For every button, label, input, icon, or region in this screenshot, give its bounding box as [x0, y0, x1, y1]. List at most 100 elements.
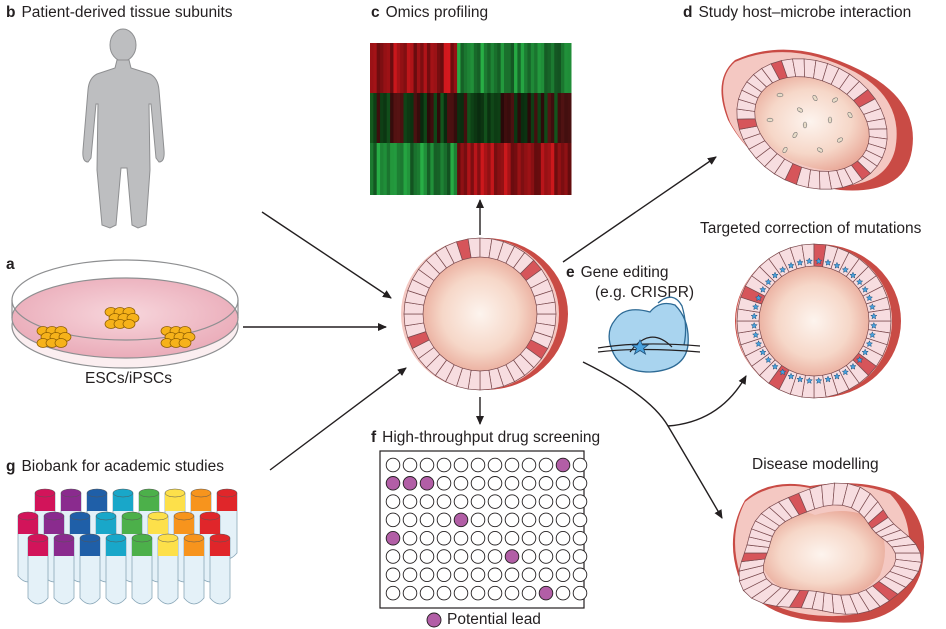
- plate-well: [453, 530, 469, 546]
- plate-well: [453, 567, 469, 583]
- plate-well-hit: [419, 476, 435, 491]
- plate-well: [470, 530, 486, 546]
- plate-well: [470, 476, 486, 491]
- plate-well: [487, 512, 503, 528]
- plate-well: [487, 585, 503, 601]
- plate-well: [504, 476, 520, 491]
- plate-well: [555, 549, 571, 564]
- plate-well: [538, 476, 554, 491]
- plate-well: [572, 457, 588, 473]
- plate-well: [419, 457, 435, 473]
- plate-well: [504, 567, 520, 583]
- plate-well: [572, 567, 588, 583]
- plate-well: [555, 530, 571, 546]
- plate-well: [453, 457, 469, 473]
- plate-well: [453, 549, 469, 564]
- plate-well: [470, 457, 486, 473]
- crispr-complex: [597, 296, 701, 373]
- plate-well: [487, 494, 503, 509]
- plate-well: [504, 585, 520, 601]
- disease-organoid: [732, 482, 925, 623]
- plate-well: [453, 494, 469, 509]
- plate-well: [436, 585, 452, 601]
- plate-well: [470, 494, 486, 509]
- plate-well: [538, 494, 554, 509]
- plate-well: [572, 530, 588, 546]
- plate-well: [419, 585, 435, 601]
- central-organoid: [401, 237, 568, 391]
- plate-well: [453, 476, 469, 491]
- plate-well: [402, 457, 418, 473]
- stem-cell-colonies: [36, 307, 196, 348]
- plate-well: [385, 585, 401, 601]
- plate-well: [487, 549, 503, 564]
- plate-well: [572, 476, 588, 491]
- plate-well: [453, 585, 469, 601]
- plate-well: [385, 512, 401, 528]
- edit-star-icon: [630, 339, 650, 355]
- plate-well: [402, 494, 418, 509]
- biobank-tubes: [17, 488, 238, 605]
- plate-well: [470, 549, 486, 564]
- correction-title: Targeted correction of mutations: [700, 220, 922, 237]
- panel-a-letter: a: [6, 256, 15, 273]
- arrows: [243, 156, 747, 519]
- plate-well-hit: [385, 476, 401, 491]
- plate-well: [521, 585, 537, 601]
- plate-well: [521, 549, 537, 564]
- plate-well: [385, 494, 401, 509]
- plate-well: [436, 567, 452, 583]
- plate-well: [402, 530, 418, 546]
- plate-well: [538, 530, 554, 546]
- plate-well: [555, 476, 571, 491]
- plate-well: [555, 567, 571, 583]
- plate-well: [419, 567, 435, 583]
- plate-well: [470, 512, 486, 528]
- plate-well: [487, 476, 503, 491]
- plate-well: [385, 567, 401, 583]
- panel-a-caption: ESCs/iPSCs: [85, 370, 172, 387]
- plate-well: [521, 457, 537, 473]
- plate-well: [436, 549, 452, 564]
- plate-well: [436, 494, 452, 509]
- plate-well: [538, 457, 554, 473]
- well-plate: [379, 450, 588, 609]
- plate-well: [538, 567, 554, 583]
- plate-well: [436, 512, 452, 528]
- plate-legend-label: Potential lead: [447, 611, 541, 628]
- plate-well: [402, 549, 418, 564]
- corrected-organoid: [735, 243, 901, 399]
- omics-heatmap: [370, 43, 572, 195]
- plate-well: [419, 494, 435, 509]
- plate-well: [504, 457, 520, 473]
- plate-well-hit: [385, 530, 401, 546]
- plate-well: [504, 530, 520, 546]
- plate-well: [487, 457, 503, 473]
- plate-well: [419, 549, 435, 564]
- plate-well: [555, 585, 571, 601]
- legend-hit-marker: [426, 612, 442, 628]
- plate-well: [419, 512, 435, 528]
- plate-well: [419, 530, 435, 546]
- plate-well-hit: [538, 585, 554, 601]
- plate-well: [402, 585, 418, 601]
- plate-well: [504, 494, 520, 509]
- plate-well: [504, 512, 520, 528]
- plate-well-hit: [402, 476, 418, 491]
- plate-well: [385, 549, 401, 564]
- human-silhouette: [82, 28, 165, 229]
- plate-well: [385, 457, 401, 473]
- plate-well-hit: [555, 457, 571, 473]
- disease-title: Disease modelling: [752, 456, 879, 473]
- plate-well: [470, 585, 486, 601]
- plate-well: [436, 457, 452, 473]
- plate-well: [402, 567, 418, 583]
- plate-well: [555, 512, 571, 528]
